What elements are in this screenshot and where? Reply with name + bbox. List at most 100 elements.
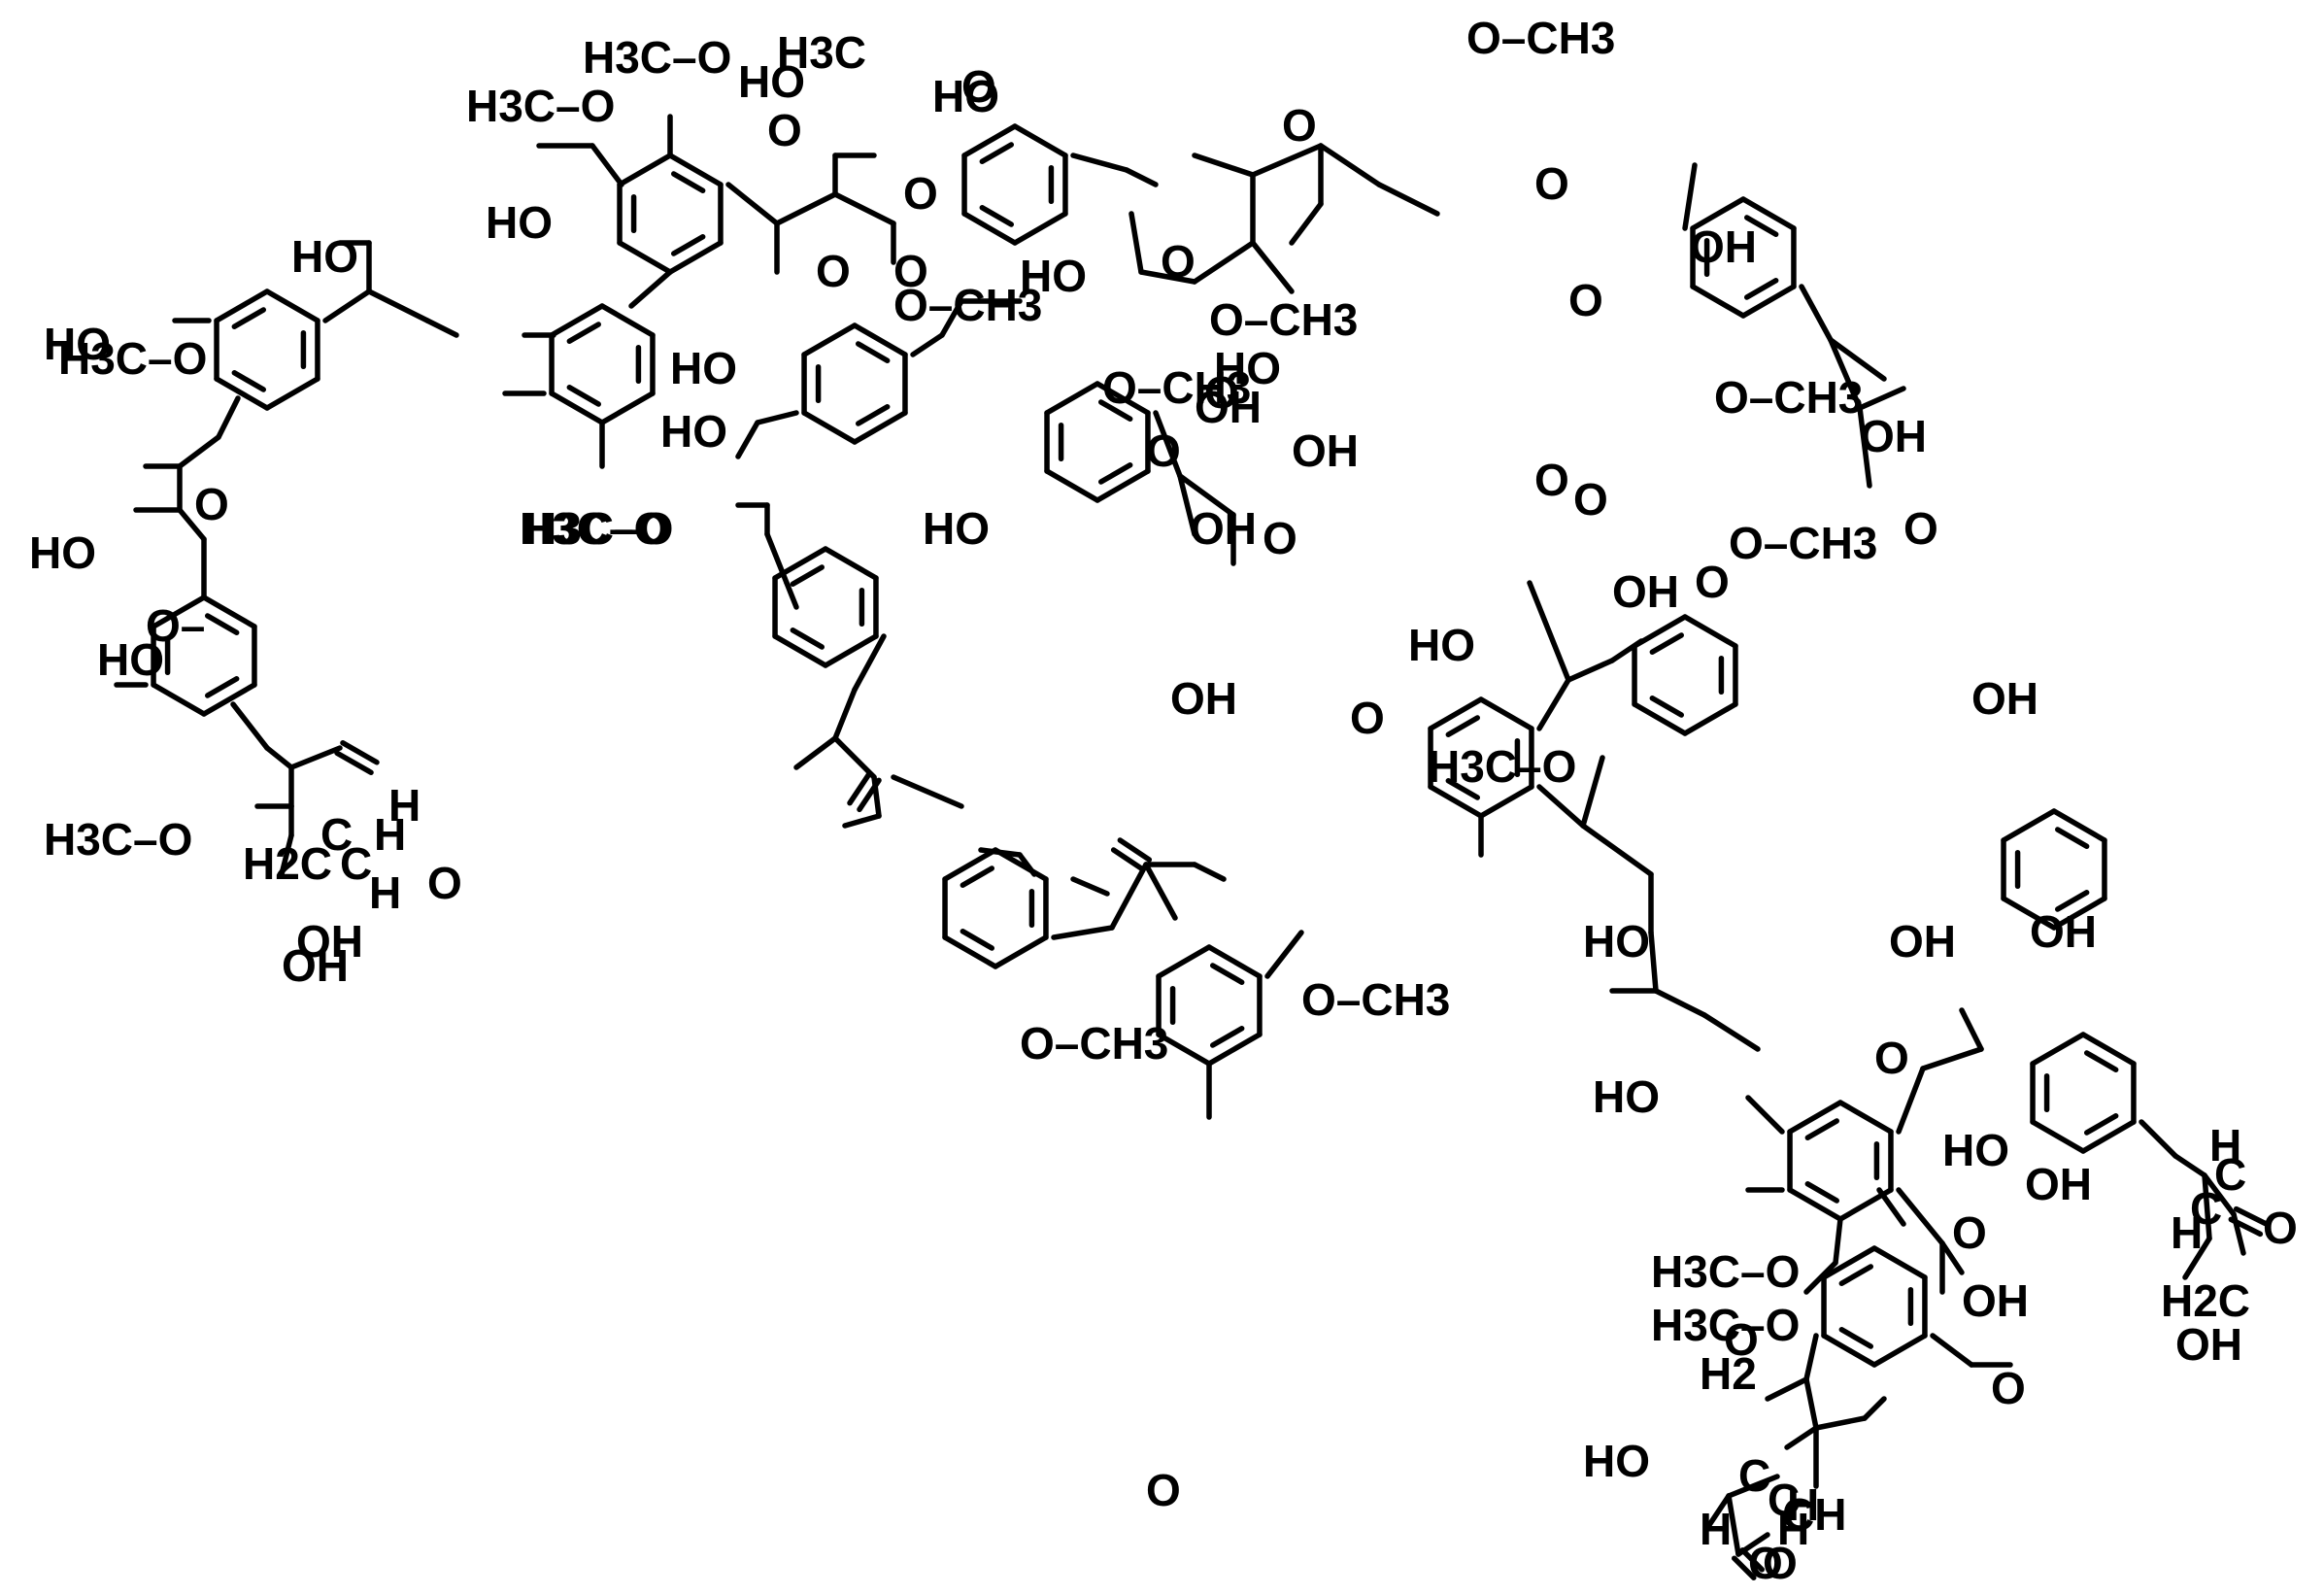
bond-206	[847, 770, 872, 806]
bond-83	[1209, 1026, 1245, 1048]
bond-265	[2202, 1172, 2237, 1217]
bond-30	[801, 410, 858, 445]
bond-114	[1649, 632, 1685, 655]
bond-66	[1044, 468, 1100, 503]
atom-label-1: H3C–O	[466, 81, 615, 131]
atom-label-41: O–CH3	[1714, 372, 1863, 423]
bond-65	[1097, 462, 1133, 485]
bond-258	[1896, 1066, 1926, 1135]
bond-277	[1765, 1376, 1809, 1402]
bond-84	[1156, 1032, 1212, 1067]
bond-234	[1318, 143, 1382, 187]
bond-198	[764, 531, 790, 586]
bond-247	[1536, 784, 1586, 829]
bond-283	[1930, 1333, 1974, 1368]
atom-label-68: OH	[2025, 1159, 2092, 1209]
atom-label-2: HO	[486, 197, 553, 248]
bond-237	[1799, 284, 1834, 343]
atom-label-90: C	[340, 838, 372, 889]
bond-147	[1838, 1327, 1874, 1349]
bond-120	[2001, 896, 2057, 931]
bond-245	[1609, 638, 1644, 663]
atom-label-5: HO	[291, 231, 358, 282]
bond-159	[774, 191, 838, 226]
bond-107	[1743, 215, 1779, 237]
bond-268	[2182, 1236, 2212, 1280]
bond-241	[1857, 405, 1872, 489]
bond-106	[1740, 196, 1797, 231]
bond-137	[2083, 1113, 2119, 1136]
bond-250	[1580, 755, 1605, 829]
bond-38	[961, 211, 1018, 246]
bond-231	[1250, 143, 1324, 178]
atom-label-9: H	[388, 780, 421, 831]
bond-253	[1648, 930, 1659, 994]
atom-label-48: O	[1534, 455, 1569, 505]
atom-label-91: C	[320, 809, 353, 860]
atom-label-36: O	[1161, 236, 1196, 287]
atom-label-81: H	[1787, 1479, 1819, 1530]
bond-151	[1871, 1245, 1928, 1280]
bond-35	[855, 341, 891, 363]
bond-149	[1821, 1245, 1877, 1280]
bond-16	[599, 303, 656, 338]
bond-123	[2001, 808, 2057, 843]
bond-118	[2051, 896, 2107, 931]
bond-1	[667, 240, 724, 275]
bond-279	[1784, 1425, 1819, 1450]
bond-39	[979, 205, 1015, 227]
bond-64	[1095, 468, 1151, 503]
bond-74	[942, 934, 998, 969]
bond-111	[1649, 696, 1685, 718]
bond-257	[1745, 1095, 1785, 1135]
bond-77	[942, 847, 998, 882]
bond-191	[910, 332, 945, 357]
bond-43	[1012, 123, 1068, 158]
atom-label-55: HO	[1408, 620, 1475, 670]
bond-238	[1828, 337, 1887, 382]
bond-290	[1739, 1547, 1765, 1573]
bond-207	[857, 777, 882, 813]
bonds	[114, 114, 2269, 1580]
atom-label-24: HO	[923, 503, 990, 554]
bond-133	[1837, 1100, 1894, 1135]
bond-208	[891, 774, 964, 809]
bond-14	[549, 303, 605, 338]
bond-162	[628, 269, 673, 309]
atom-label-80: H	[1700, 1504, 1732, 1554]
bond-287	[1726, 1493, 1741, 1557]
bond-145	[1871, 1333, 1928, 1368]
atom-label-58: OH	[1170, 673, 1237, 724]
atom-label-12: H2C	[243, 838, 332, 889]
bond-273	[1896, 1187, 1945, 1246]
bond-3	[617, 240, 673, 275]
atom-label-60: O	[1903, 503, 1938, 554]
bond-60	[790, 564, 825, 587]
atom-label-85: O	[1763, 1538, 1798, 1588]
atom-label-45: O	[1146, 425, 1181, 476]
atom-label-40: O–CH3	[1209, 294, 1358, 345]
atom-label-86: C	[1738, 1450, 1770, 1501]
bond-199	[784, 580, 799, 610]
atom-label-64: OH	[2030, 906, 2097, 957]
bond-105	[1690, 196, 1746, 231]
atom-label-67: O	[1952, 1207, 1987, 1258]
bond-71	[1097, 399, 1133, 422]
atom-label-50: OH	[1612, 566, 1679, 617]
bond-194	[755, 410, 799, 425]
bond-132	[1804, 1118, 1840, 1140]
atom-label-31: O	[903, 168, 938, 219]
atom-label-54: OH	[1971, 673, 2038, 724]
atom-label-43: OH	[1292, 425, 1359, 476]
bond-20	[214, 376, 270, 411]
bond-53	[204, 613, 240, 635]
bond-213	[1109, 862, 1149, 931]
bond-274	[1939, 1240, 1965, 1275]
bond-215	[1192, 862, 1227, 882]
bond-259	[1920, 1046, 1984, 1071]
bond-188	[340, 740, 380, 765]
bond-10	[599, 390, 656, 425]
bond-220	[1177, 473, 1197, 537]
bond-177	[177, 507, 207, 542]
atom-label-38: OH	[1690, 221, 1757, 272]
